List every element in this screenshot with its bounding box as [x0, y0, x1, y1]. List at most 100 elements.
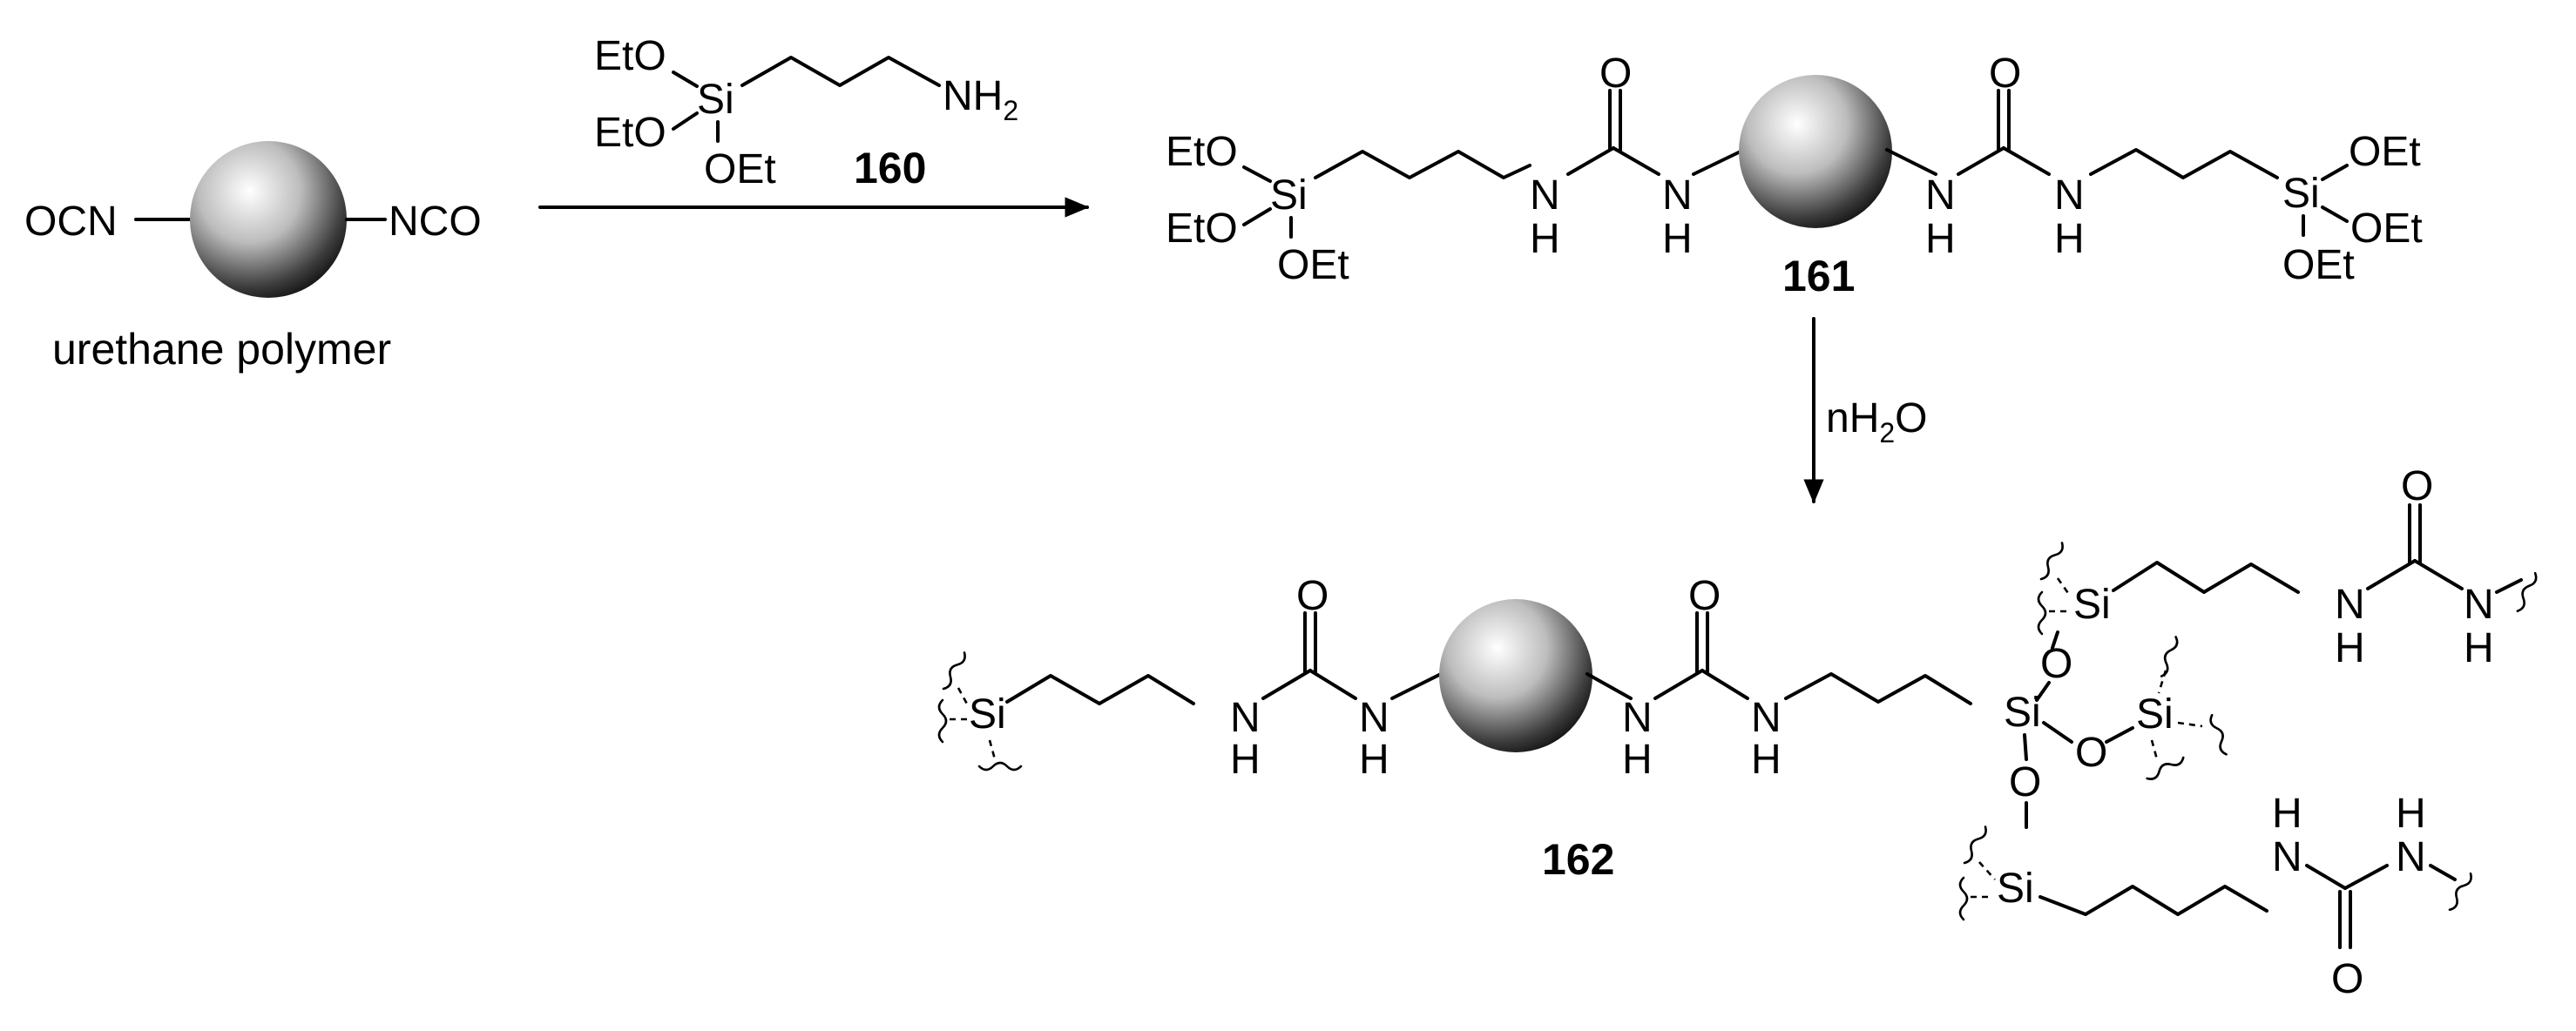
p162-urea1-o: O [1296, 573, 1329, 619]
p161-left-propyl-chain [1314, 150, 1531, 179]
wavy-bond [942, 651, 966, 691]
bond [2042, 721, 2073, 744]
p162-o-right: O [2075, 730, 2107, 776]
nco-group: NCO [389, 199, 482, 245]
p161-left-ethoxy-top: EtO [1166, 129, 1238, 175]
bond [1308, 669, 1357, 700]
bond [1612, 146, 1660, 176]
bond [1957, 146, 2005, 176]
p162-left-silicon: Si [969, 691, 1006, 738]
bond [2051, 630, 2059, 650]
bond [2105, 726, 2134, 744]
p162-right-silicon: Si [2136, 691, 2174, 738]
bond [2429, 864, 2457, 881]
p161-right-propyl-chain [2089, 148, 2279, 179]
reagent-ethoxy-bottom: OEt [704, 146, 776, 192]
wavy-bond [977, 761, 1023, 772]
p162-lower-urea-n2: N [2396, 834, 2426, 880]
bond-o-si-middle [672, 111, 699, 131]
p162-upper-urea-h1: H [2335, 625, 2365, 671]
p162-urea1-h: H [1230, 737, 1261, 783]
bond [1242, 165, 1272, 183]
p162-lower-urea-n1: N [2272, 834, 2302, 880]
p162-o-upper: O [2040, 641, 2072, 687]
bond-o-si-top [672, 71, 699, 88]
p162-urea3-n: N [1622, 695, 1653, 741]
p161-right-ethoxy-bottom: OEt [2282, 242, 2355, 288]
reagent-ethoxy-middle: EtO [594, 110, 666, 156]
wavy-bond [2160, 636, 2179, 677]
bond [1242, 207, 1272, 226]
p162-urea2-h: H [1359, 737, 1389, 783]
p162-lower-urea-h1: H [2272, 791, 2302, 837]
p162-left-propyl-chain [1005, 674, 1195, 705]
bond [1978, 861, 1996, 880]
p161-urea2-n: N [1662, 172, 1693, 219]
p161-urea3-o: O [1989, 51, 2021, 97]
bond [2150, 739, 2159, 760]
p161-polymer-sphere [1739, 75, 1892, 228]
reagent-160: EtO EtO Si OEt NH2 160 [594, 33, 1018, 192]
wavy-bond [1958, 876, 1969, 921]
bond [2157, 670, 2167, 694]
p162-upper-urea-n2: N [2464, 582, 2494, 628]
wavy-bond [2039, 542, 2064, 581]
wavy-bond [2448, 872, 2472, 912]
reagent-ethoxy-top: EtO [594, 33, 666, 79]
bond [2035, 681, 2051, 702]
bond [2023, 733, 2028, 761]
reagent-silicon: Si [697, 77, 734, 123]
bond [957, 687, 970, 708]
p161-urea1-h: H [1530, 216, 1560, 262]
p161-urea4-h: H [2054, 216, 2085, 262]
p162-o-lower: O [2009, 759, 2041, 805]
p162-urea2-n: N [1359, 695, 1389, 741]
bond [1692, 148, 1746, 176]
product-162: Si N H O N H N H O N H Si O [937, 463, 2538, 1002]
wavy-bond [937, 698, 948, 744]
bond [1653, 669, 1704, 700]
bond [2056, 577, 2072, 596]
wavy-bond [2037, 590, 2047, 636]
urethane-polymer-caption: urethane polymer [52, 325, 391, 374]
bond [2413, 559, 2464, 590]
compound-label-161: 161 [1782, 252, 1855, 300]
bond [1700, 669, 1749, 700]
bond [2305, 864, 2347, 890]
wavy-bond [2146, 756, 2185, 780]
p162-upper-urea-o: O [2401, 463, 2433, 509]
p161-urea3-n: N [1925, 172, 1956, 219]
p161-left-silicon: Si [1270, 172, 1308, 219]
bond [1390, 672, 1443, 700]
bond [2177, 721, 2203, 728]
p161-urea2-h: H [1662, 216, 1693, 262]
bond [2343, 864, 2389, 890]
p162-lower-propyl-chain [2038, 885, 2268, 916]
p162-upper-propyl-chain [2112, 561, 2300, 594]
bond [2321, 206, 2349, 223]
p162-upper-silicon: Si [2073, 582, 2111, 628]
urethane-polymer-diisocyanate: OCN NCO urethane polymer [24, 141, 482, 374]
p161-urea1-n: N [1530, 172, 1560, 219]
p162-lower-urea-h2: H [2396, 791, 2426, 837]
p161-right-ethoxy-middle: OEt [2350, 206, 2423, 252]
hydrolysis-reagent: nH2O [1826, 395, 1928, 448]
p162-lower-silicon: Si [1997, 866, 2034, 912]
ocn-group: OCN [24, 199, 118, 245]
p161-urea3-h: H [1925, 216, 1956, 262]
bond [1885, 148, 1937, 176]
reagent-propyl-chain [740, 56, 941, 87]
bond [988, 739, 997, 760]
p161-right-silicon: Si [2282, 171, 2320, 217]
p162-urea3-h: H [1622, 737, 1653, 783]
wavy-bond [2516, 571, 2538, 613]
p162-urea1-n: N [1230, 695, 1261, 741]
p161-left-ethoxy-middle: EtO [1166, 206, 1238, 252]
bond [2366, 559, 2417, 590]
p161-left-ethoxy-bottom: OEt [1277, 242, 1349, 288]
p162-right-propyl-chain [1784, 672, 1972, 705]
p161-urea1-o: O [1599, 51, 1632, 97]
p162-lower-urea-o: O [2331, 956, 2363, 1002]
reagent-amine: NH2 [943, 73, 1018, 126]
p162-urea4-n: N [1751, 695, 1782, 741]
